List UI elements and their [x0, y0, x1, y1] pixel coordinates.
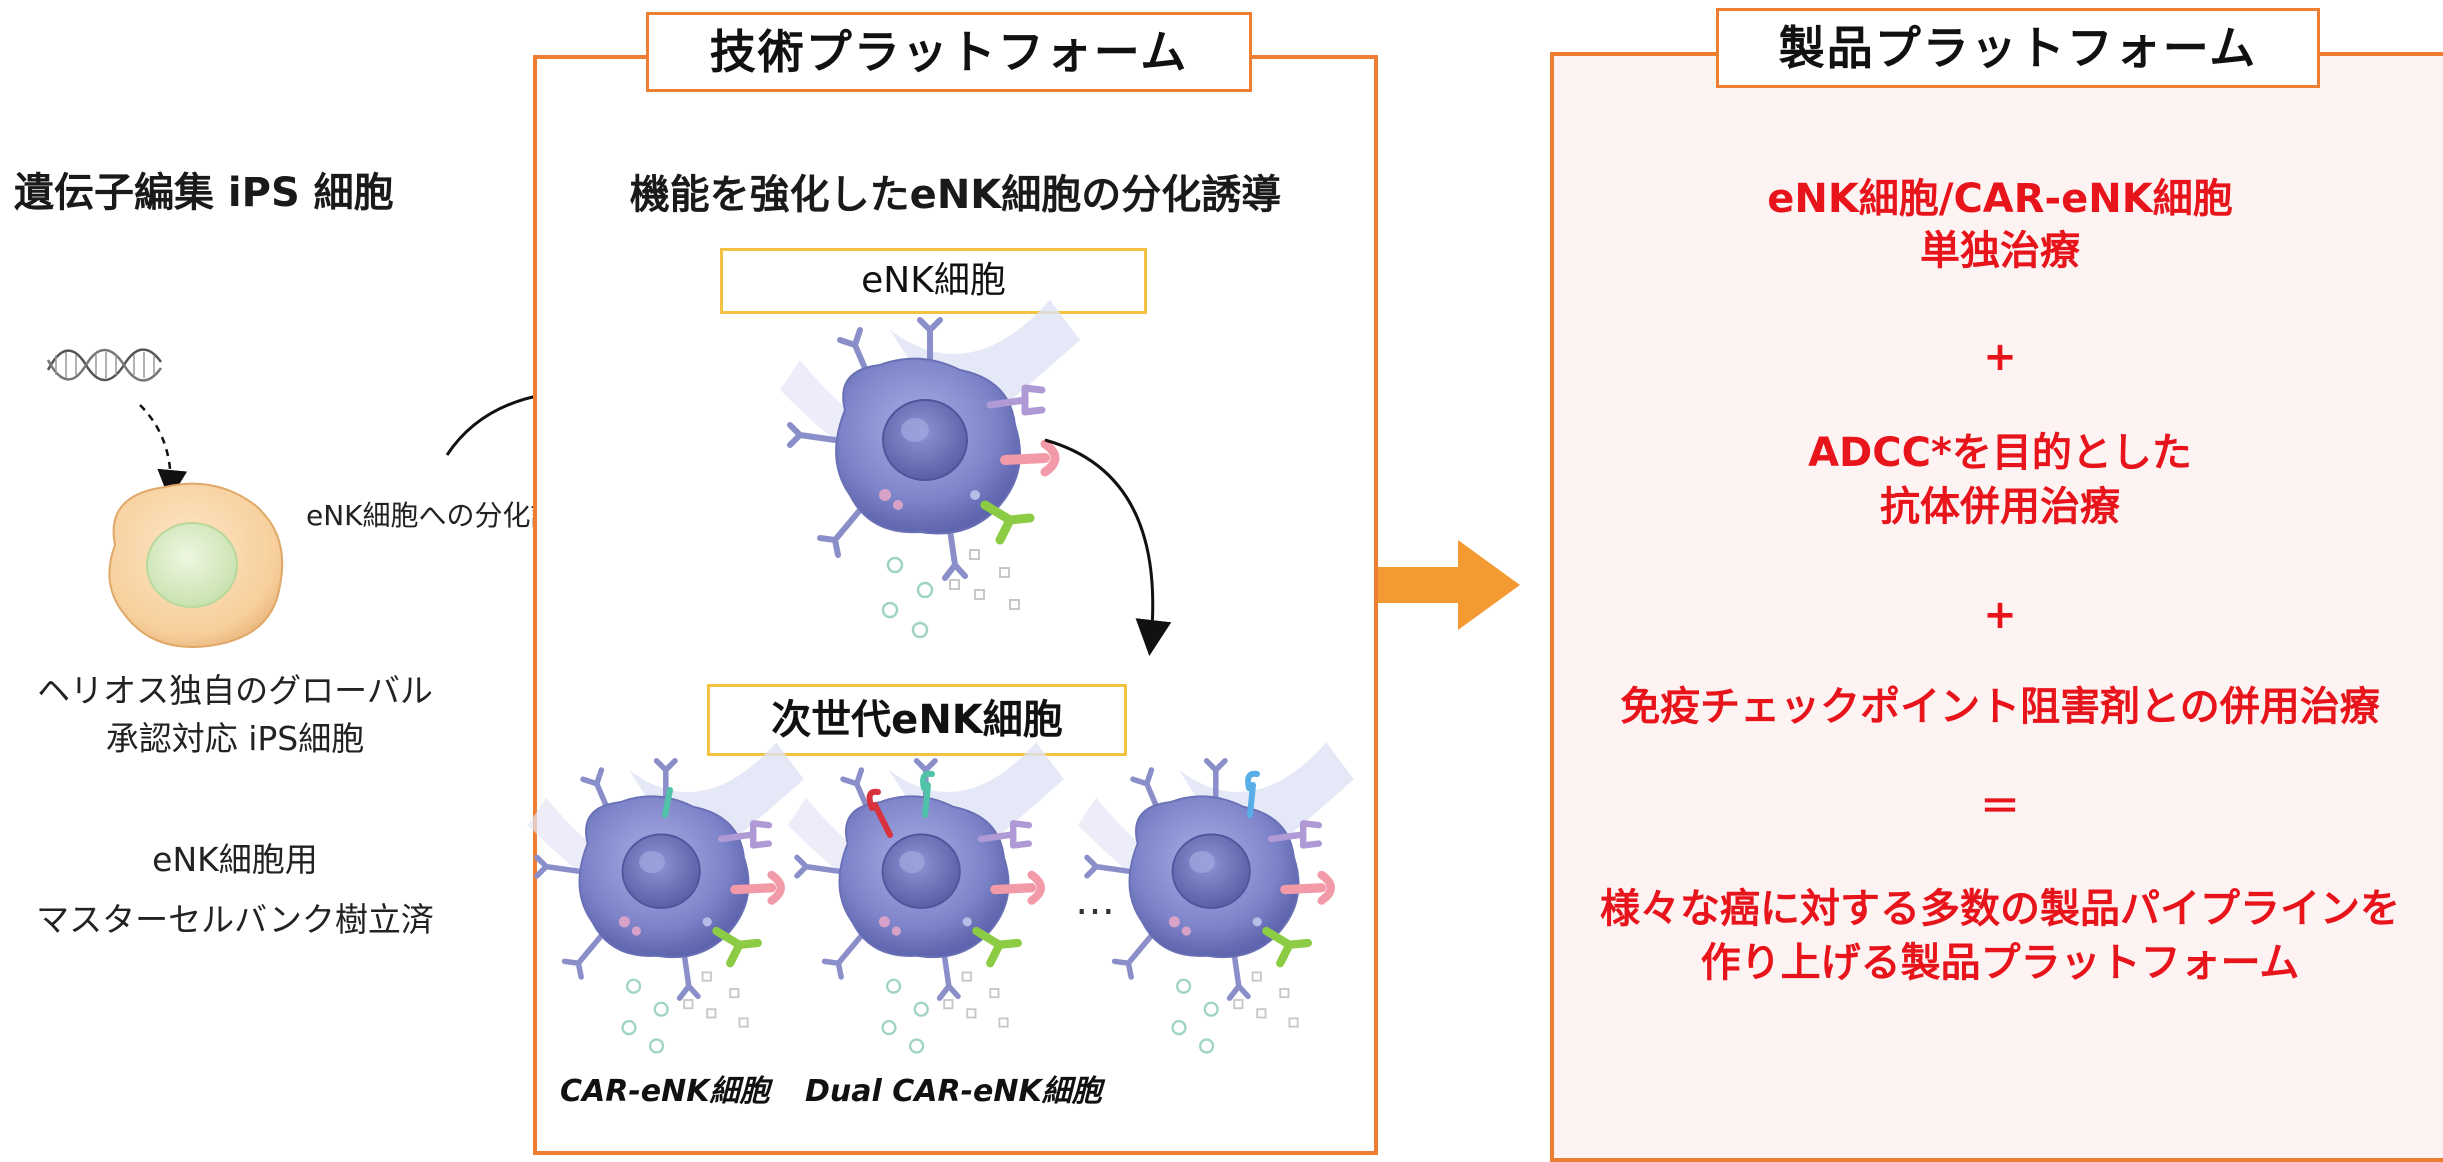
product-item2-line2: 抗体併用治療: [1880, 484, 2120, 530]
ips-heading: 遺伝子編集 iPS 細胞: [14, 170, 394, 216]
product-platform-title: 製品プラットフォーム: [1716, 8, 2320, 88]
tech-platform-title: 技術プラットフォーム: [646, 12, 1252, 92]
enk-cell-label: eNK細胞: [720, 248, 1147, 314]
product-item1-line1: eNK細胞/CAR-eNK細胞: [1767, 176, 2233, 222]
result-line1: 様々な癌に対する多数の製品パイプラインを: [1600, 886, 2400, 932]
master-cell-bank-line1: eNK細胞用: [152, 840, 318, 879]
result-line2: 作り上げる製品プラットフォーム: [1700, 940, 2300, 986]
plus-sign-2: +: [1983, 592, 2017, 638]
platform-arrow: [1378, 540, 1520, 630]
ips-cell-caption-line1: ヘリオス独自のグローバル: [37, 671, 433, 710]
car-enk-cell-illustration: [560, 770, 820, 1070]
master-cell-bank-line2: マスターセルバンク樹立済: [36, 900, 434, 939]
product-platform-box: [1550, 52, 2443, 1162]
next-gen-variant-cell-illustration: [1110, 770, 1370, 1070]
car-enk-label: CAR-eNK細胞: [560, 1074, 770, 1109]
next-gen-enk-label: 次世代eNK細胞: [707, 684, 1127, 756]
ips-cell: [108, 482, 284, 648]
dual-car-enk-cell-illustration: [820, 770, 1080, 1070]
more-variants-ellipsis: …: [1075, 878, 1117, 924]
tech-heading: 機能を強化したeNK細胞の分化誘導: [629, 172, 1282, 218]
dual-car-enk-label: Dual CAR-eNK細胞: [805, 1074, 1102, 1109]
product-item1-line2: 単独治療: [1920, 228, 2080, 274]
dna-icon: [46, 348, 163, 382]
plus-sign-1: +: [1983, 334, 2017, 380]
product-item3: 免疫チェックポイント阻害剤との併用治療: [1620, 684, 2380, 730]
ips-cell-caption-line2: 承認対応 iPS細胞: [105, 719, 365, 758]
equals-sign: ＝: [1980, 784, 2020, 830]
product-item2-line1: ADCC*を目的とした: [1808, 430, 2192, 476]
next-gen-arrow: [1044, 438, 1172, 656]
